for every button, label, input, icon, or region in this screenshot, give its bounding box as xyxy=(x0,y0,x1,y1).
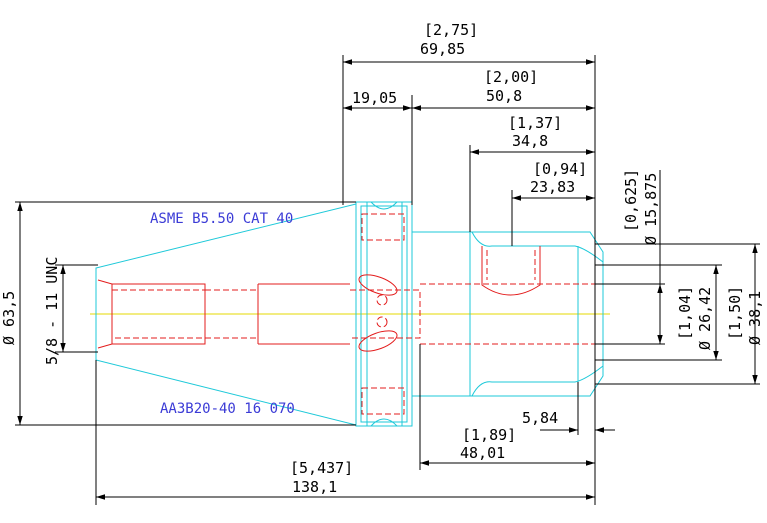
dim-5-437-in: [5,437] xyxy=(290,459,353,477)
vertical-dimension-labels: Ø 63,5 5/8 - 11 UNC [0,625] Ø 15,875 [1,… xyxy=(0,169,764,365)
dim-19-05: 19,05 xyxy=(352,89,397,107)
dim-2-00-in: [2,00] xyxy=(484,68,538,86)
dim-5-84: 5,84 xyxy=(522,409,558,427)
dimension-lines xyxy=(17,59,758,500)
dim-2-75-in: [2,75] xyxy=(424,21,478,39)
dimension-labels: [2,75] 69,85 19,05 [2,00] 50,8 [1,37] 34… xyxy=(290,21,587,496)
dim-2-00-mm: 50,8 xyxy=(486,87,522,105)
dim-flange-diameter: Ø 63,5 xyxy=(0,291,18,345)
dim-1-89-in: [1,89] xyxy=(462,426,516,444)
dim-1-50-mm: Ø 38,1 xyxy=(746,291,764,345)
dim-1-37-in: [1,37] xyxy=(508,114,562,132)
dim-5-437-mm: 138,1 xyxy=(292,478,337,496)
dim-1-04-in: [1,04] xyxy=(676,286,694,340)
dim-thread: 5/8 - 11 UNC xyxy=(43,257,61,365)
dim-1-50-in: [1,50] xyxy=(726,286,744,340)
dim-bore-in: [0,625] xyxy=(622,169,640,232)
dim-2-75-mm: 69,85 xyxy=(420,40,465,58)
dim-1-37-mm: 34,8 xyxy=(512,132,548,150)
dim-bore-mm: Ø 15,875 xyxy=(642,173,660,245)
part-number-note: AA3B20-40 16 070 xyxy=(160,401,295,417)
dim-1-04-mm: Ø 26,42 xyxy=(696,287,714,350)
tool-holder-outline xyxy=(95,201,604,427)
dim-1-89-mm: 48,01 xyxy=(460,444,505,462)
dim-0-94-in: [0,94] xyxy=(533,160,587,178)
dim-0-94-mm: 23,83 xyxy=(530,178,575,196)
standard-note: ASME B5.50 CAT 40 xyxy=(150,211,293,227)
